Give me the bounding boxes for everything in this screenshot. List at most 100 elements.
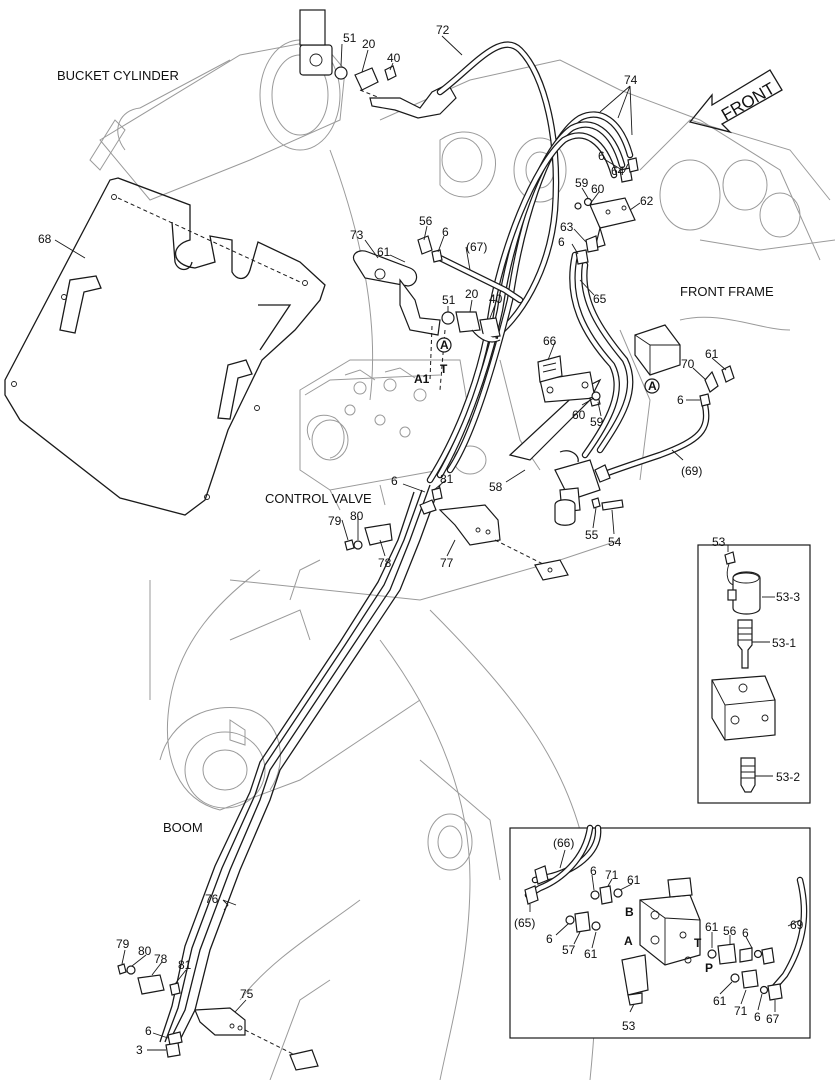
valve-detail-callouts: (66) 6 71 61 (65) 6 57 61 61 56 6 69 61 … <box>514 836 804 1033</box>
callout: 61 <box>705 920 719 934</box>
callout: 6 <box>558 235 565 249</box>
pipes-76 <box>159 484 441 1043</box>
callout: 20 <box>362 37 376 51</box>
front-frame-label: FRONT FRAME <box>680 284 774 299</box>
callout: 6 <box>145 1024 152 1038</box>
callout: 53 <box>712 535 726 549</box>
callout: 54 <box>608 535 622 549</box>
bracket-62 <box>574 157 639 265</box>
callout: 60 <box>591 182 605 196</box>
callout: 78 <box>154 952 168 966</box>
callout: 55 <box>585 528 599 542</box>
callout: 20 <box>465 287 479 301</box>
port-p-detail-label: P <box>705 961 713 975</box>
callout: 51 <box>442 293 456 307</box>
port-a1-label: A1 <box>414 372 430 386</box>
callout: 73 <box>350 228 364 242</box>
main-callouts: 51 20 40 72 74 68 73 56 6 61 (67) 51 20 … <box>38 23 719 1057</box>
callout: 61 <box>713 994 727 1008</box>
callout: 53 <box>622 1019 636 1033</box>
callout: 59 <box>575 176 589 190</box>
boom-label: BOOM <box>163 820 203 835</box>
port-a-marker <box>436 337 452 353</box>
callout: 65 <box>593 292 607 306</box>
callout: 57 <box>562 943 576 957</box>
callout: 61 <box>627 873 641 887</box>
leader-lines <box>54 35 727 1051</box>
bracket-77 <box>344 487 569 581</box>
callout: 79 <box>116 937 130 951</box>
callout: 6 <box>598 149 605 163</box>
solenoid-detail-panel <box>697 544 811 804</box>
callout: 71 <box>734 1004 748 1018</box>
callout: 69 <box>790 918 804 932</box>
callout: 80 <box>138 944 152 958</box>
ref-a-label: A <box>648 379 657 393</box>
callout: 3 <box>136 1043 143 1057</box>
callout: 70 <box>681 357 695 371</box>
callout: 76 <box>205 892 219 906</box>
callout: 81 <box>440 472 454 486</box>
callout: 61 <box>705 347 719 361</box>
callout: 79 <box>328 514 342 528</box>
callout: 56 <box>419 214 433 228</box>
hose-72 <box>436 41 560 344</box>
callout: 81 <box>178 958 192 972</box>
callout: 53-2 <box>776 770 800 784</box>
solenoid-valve-58 <box>508 371 624 526</box>
hoses-65-66 <box>569 251 634 459</box>
callout: 53-1 <box>772 636 796 650</box>
callout: 58 <box>489 480 503 494</box>
port-a-label: A <box>440 338 449 352</box>
callout: 40 <box>387 51 401 65</box>
callout: 53-3 <box>776 590 800 604</box>
callout: 64 <box>611 164 625 178</box>
callout: 74 <box>624 73 638 87</box>
callout: 78 <box>378 556 392 570</box>
callout: (67) <box>466 240 487 254</box>
callout: 66 <box>543 334 557 348</box>
callout: 6 <box>391 474 398 488</box>
callout: 61 <box>584 947 598 961</box>
callout: 6 <box>442 225 449 239</box>
front-arrow-label: FRONT <box>718 79 778 125</box>
callout: 59 <box>590 415 604 429</box>
port-b-label: B <box>625 905 634 919</box>
bracket-75 <box>117 963 319 1071</box>
bucket-cylinder-label: BUCKET CYLINDER <box>57 68 179 83</box>
port-t-detail-label: T <box>694 936 702 950</box>
callout: 75 <box>240 987 254 1001</box>
front-arrow-icon <box>688 69 783 134</box>
port-a-detail-label: A <box>624 934 633 948</box>
port-t-label: T <box>440 362 448 376</box>
callout: 77 <box>440 556 454 570</box>
callout: (66) <box>553 836 574 850</box>
callout: 56 <box>723 924 737 938</box>
bucket-cylinder-fittings <box>299 9 457 119</box>
fitting-73 <box>352 235 501 391</box>
hose-67 <box>436 254 524 304</box>
callout: 51 <box>343 31 357 45</box>
valve-detail-panel <box>509 824 811 1039</box>
callout: 62 <box>640 194 654 208</box>
cover-plate-68 <box>4 177 326 516</box>
callout: 40 <box>489 292 503 306</box>
callout: 63 <box>560 220 574 234</box>
callout: (65) <box>514 916 535 930</box>
control-valve-label: CONTROL VALVE <box>265 491 372 506</box>
hoses-74 <box>426 111 634 484</box>
callout: 6 <box>677 393 684 407</box>
callout: 61 <box>377 245 391 259</box>
callout: 6 <box>590 864 597 878</box>
callout: 67 <box>766 1012 780 1026</box>
hose-69 <box>601 401 710 478</box>
bracket-66 <box>537 355 601 401</box>
callout: 80 <box>350 509 364 523</box>
callout: 60 <box>572 408 586 422</box>
callout: 72 <box>436 23 450 37</box>
callout: 6 <box>754 1010 761 1024</box>
callout: 6 <box>546 932 553 946</box>
callout: (69) <box>681 464 702 478</box>
callout: 71 <box>605 868 619 882</box>
